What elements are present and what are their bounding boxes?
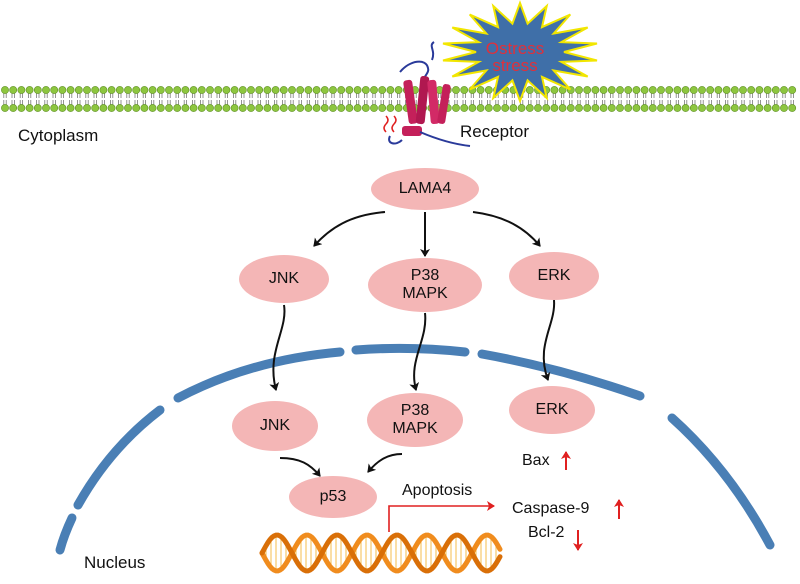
- p38-cytoplasm-line2: MAPK: [402, 285, 448, 302]
- arrow-jnk-to-nucleus: [269, 304, 286, 391]
- node-p38-cytoplasm: [368, 258, 482, 312]
- node-erk-cytoplasm: [509, 252, 599, 300]
- jnk-cytoplasm-label: JNK: [268, 270, 300, 287]
- nuclear-envelope: [55, 343, 775, 555]
- cytoplasm-label: Cytoplasm: [18, 126, 99, 145]
- arrow-erk-to-nucleus: [540, 299, 556, 381]
- dna-helix-icon: [259, 532, 503, 574]
- stress-label-line2: stress: [492, 56, 538, 75]
- p38-nucleus-line1: P38: [400, 402, 430, 419]
- p38-nucleus-label: P38 MAPK: [367, 402, 463, 438]
- p38-nucleus-line2: MAPK: [392, 420, 438, 437]
- arrow-jnk-to-p53: [279, 457, 321, 477]
- cell-membrane: [1, 86, 797, 112]
- lama4-label: LAMA4: [398, 180, 452, 197]
- node-p53: [289, 476, 377, 518]
- arrow-lama4-to-jnk: [313, 211, 386, 247]
- arrow-p38-to-nucleus: [409, 312, 427, 391]
- bcl2-label: Bcl-2: [528, 524, 565, 541]
- node-jnk-cytoplasm: [239, 255, 329, 303]
- erk-nucleus-label: ERK: [535, 401, 569, 418]
- receptor-icon: [383, 41, 471, 147]
- stress-label-line1: Ostress: [485, 39, 545, 58]
- apoptosis-label: Apoptosis: [402, 482, 473, 499]
- node-lama4: [371, 168, 479, 210]
- jnk-nucleus-label: JNK: [259, 417, 291, 434]
- node-p38-nucleus: [367, 393, 463, 447]
- bax-label: Bax: [522, 452, 550, 469]
- node-jnk-nucleus: [232, 401, 318, 451]
- pathway-arrows: [269, 211, 556, 477]
- arrow-lama4-to-erk: [472, 211, 541, 247]
- node-shapes: [232, 168, 599, 518]
- stress-starburst: [442, 0, 598, 104]
- stress-label: Ostress stress: [460, 40, 570, 74]
- erk-cytoplasm-label: ERK: [537, 267, 571, 284]
- receptor-label: Receptor: [460, 122, 529, 141]
- p38-cytoplasm-label: P38 MAPK: [368, 267, 482, 303]
- p38-cytoplasm-line1: P38: [410, 267, 440, 284]
- apoptosis-arrow: [388, 501, 495, 532]
- nucleus-label: Nucleus: [84, 553, 146, 572]
- node-erk-nucleus: [509, 386, 595, 434]
- arrow-p38-to-p53: [367, 453, 403, 473]
- p53-label: p53: [319, 488, 347, 505]
- caspase9-label: Caspase-9: [512, 500, 590, 517]
